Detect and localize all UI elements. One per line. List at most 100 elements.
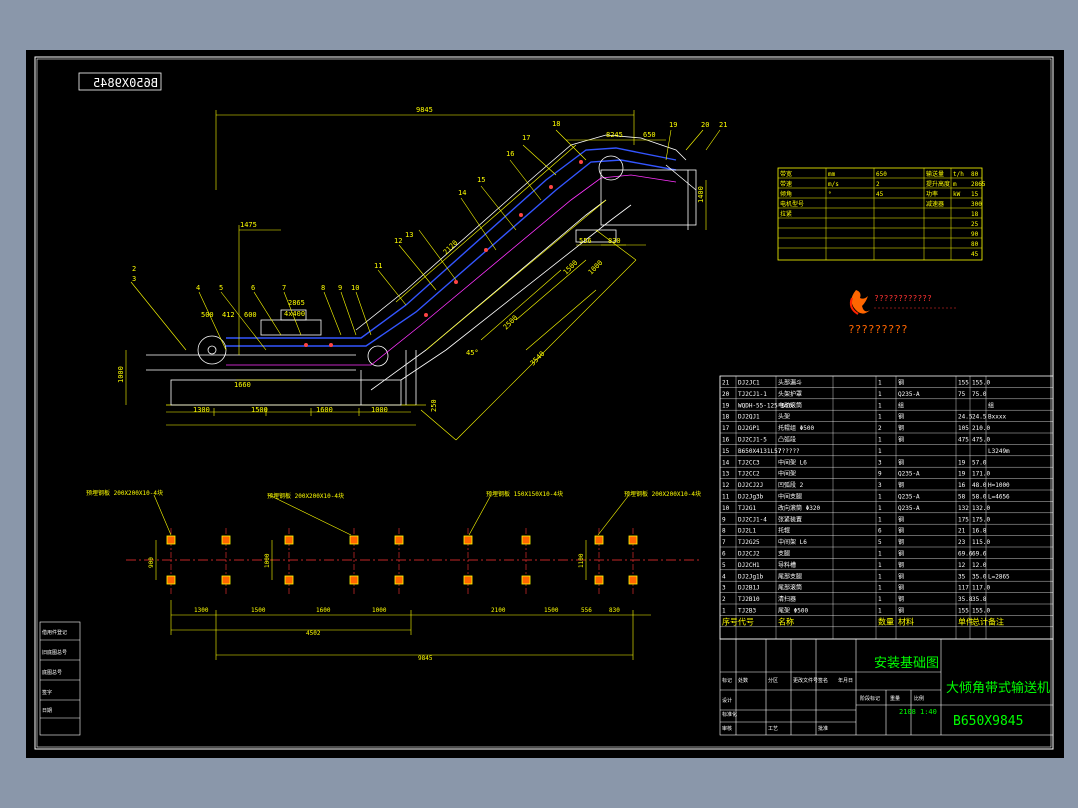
bom-cell: 155 xyxy=(958,608,969,615)
callout-17: 17 xyxy=(522,134,530,142)
bom-header-cell: 备注 xyxy=(988,616,1004,626)
dim-overall: 9845 xyxy=(416,106,433,114)
dim-height-1000: 1000 xyxy=(117,366,125,383)
dim-2120: 2120 xyxy=(442,239,460,257)
callout-19: 19 xyxy=(669,121,677,129)
spec-cell: 18 xyxy=(971,211,979,218)
left-strip-label: 签字 xyxy=(42,689,52,696)
bom-cell: DJ2CH1 xyxy=(738,562,760,569)
dim-1400: 1400 xyxy=(697,186,705,203)
bom-cell: 1 xyxy=(878,585,882,592)
bom-cell: 75 xyxy=(958,391,966,398)
dim-4x400: 4x400 xyxy=(284,310,305,318)
code-box-mirrored xyxy=(78,72,162,91)
bom-cell: 210.0 xyxy=(972,425,990,432)
bom-cell: 5 xyxy=(722,562,726,569)
bom-cell: 6 xyxy=(878,528,882,535)
cad-viewport[interactable]: B650X9845 xyxy=(26,50,1064,758)
bom-cell: 13 xyxy=(722,471,730,478)
bom-cell: DJ2JC1 xyxy=(738,380,760,387)
dim-2500: 2500 xyxy=(502,314,520,332)
bom-cell: 钢 xyxy=(898,550,904,558)
dim-8245: 8245 xyxy=(606,131,623,139)
bom-cell: 58 xyxy=(958,494,966,501)
bom-cell: 钢 xyxy=(898,595,904,603)
bom-cell: 钢 xyxy=(898,515,904,523)
bom-cell: L3249m xyxy=(988,448,1010,455)
bom-cell: 19 xyxy=(958,459,966,466)
bom-cell: DJ2CJ2J xyxy=(738,482,763,489)
bom-cell: 48.0 xyxy=(972,482,987,489)
foundation-dim-1300: 1300 xyxy=(194,607,209,614)
bom-cell: 155 xyxy=(958,380,969,387)
bom-cell: 24.5 xyxy=(972,414,987,421)
callout-9: 9 xyxy=(338,284,342,292)
title-block-label: 年月日 xyxy=(838,677,853,684)
bom-cell: 75.0 xyxy=(972,391,987,398)
title-block-label: 处数 xyxy=(738,677,748,684)
callout-5: 5 xyxy=(219,284,223,292)
bom-cell: DJ2CJ2 xyxy=(738,551,760,558)
subtitle-drawing-name: 安装基础图 xyxy=(874,656,939,671)
drawing-code-mirrored: B650X9845 xyxy=(93,76,158,90)
left-strip-label: 借用件登记 xyxy=(42,629,67,636)
bom-cell: 改向滚筒 Φ320 xyxy=(778,504,820,512)
left-strip-label: 旧底图总号 xyxy=(42,649,67,656)
bom-cell: 1 xyxy=(878,414,882,421)
foundation-dim-556: 556 xyxy=(581,607,592,614)
bom-cell: 132.0 xyxy=(972,505,990,512)
left-strip xyxy=(39,621,81,736)
spec-cell: 减速器 xyxy=(926,200,944,208)
foundation-dim-4502: 4502 xyxy=(306,630,321,637)
callout-12: 12 xyxy=(394,237,402,245)
foundation-dim-1000b: 1000 xyxy=(264,553,271,568)
bom-cell: 尾部滚筒 xyxy=(778,584,802,592)
bom-cell: 1 xyxy=(878,402,882,409)
title-block xyxy=(719,638,1054,736)
bom-cell: TJ2CC3 xyxy=(738,459,760,466)
bom-cell: 175.0 xyxy=(972,516,990,523)
anchor-plate xyxy=(521,575,531,585)
bom-header-cell: 数量 xyxy=(878,616,894,626)
anchor-plate xyxy=(463,535,473,545)
bom-cell: 钢 xyxy=(898,424,904,432)
dim-1600: 1600 xyxy=(316,406,333,414)
spec-cell: 80 xyxy=(971,241,979,248)
foundation-dim-1600: 1600 xyxy=(316,607,331,614)
bom-cell: 58.0 xyxy=(972,494,987,501)
bend-pulley xyxy=(367,345,389,367)
bom-cell: 钢 xyxy=(898,607,904,615)
bom-cell: Q235-A xyxy=(898,391,920,398)
part-callouts: 2 3 4 5 6 7 8 9 10 11 12 13 14 15 16 17 … xyxy=(132,120,727,292)
dim-1300: 1300 xyxy=(193,406,210,414)
bom-cell: 16 xyxy=(958,482,966,489)
bom-cell: 中间支腿 xyxy=(778,493,802,501)
bom-cell: 18 xyxy=(722,414,730,421)
spec-cell: 90 xyxy=(971,231,979,238)
dim-600: 600 xyxy=(244,311,257,319)
anchor-plate xyxy=(284,535,294,545)
bom-cell: 钢 xyxy=(898,481,904,489)
bom-cell: 35.0 xyxy=(972,573,987,580)
bom-cell: 9 xyxy=(722,516,726,523)
bom-cell: ?????? xyxy=(778,448,800,455)
bom-cell: 1 xyxy=(722,608,726,615)
bom-cell: 3 xyxy=(878,482,882,489)
bom-header-cell: 名称 xyxy=(778,616,794,626)
spec-cell: 倾角 xyxy=(780,190,792,198)
anchor-plate xyxy=(349,535,359,545)
dim-250: 250 xyxy=(430,399,438,412)
title-block-label: 审核 xyxy=(722,725,732,732)
bom-cell: DJ2B1J xyxy=(738,585,760,592)
anchor-plate xyxy=(221,575,231,585)
foundation-dim-900: 900 xyxy=(148,557,155,568)
head-pulley xyxy=(598,155,624,181)
bom-cell: Q235-A xyxy=(898,494,920,501)
bom-cell: DJ2Jg3b xyxy=(738,494,764,501)
bom-cell: 尾架 Φ500 xyxy=(778,607,808,615)
bom-cell: 11 xyxy=(722,494,730,501)
bom-cell: 组 xyxy=(898,401,904,409)
bom-cell: 尾部支腿 xyxy=(778,572,802,580)
spec-cell: 25 xyxy=(971,221,979,228)
